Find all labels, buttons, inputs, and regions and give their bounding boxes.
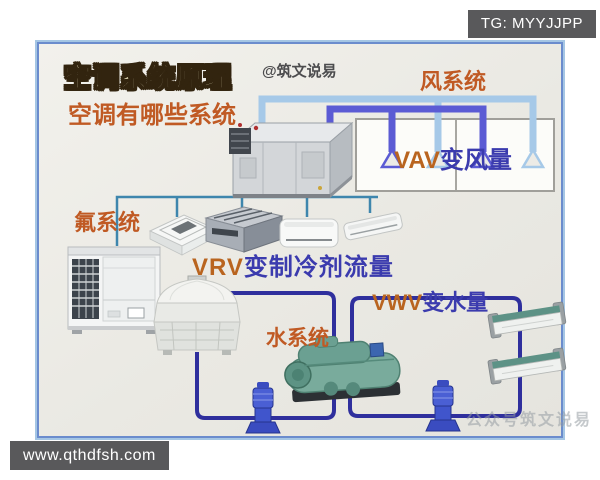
- vwv-label: VWV变水量: [372, 285, 488, 317]
- room-divider: [455, 120, 457, 190]
- website-badge: www.qthdfsh.com: [10, 441, 169, 470]
- tg-badge: TG: MYYJJPP: [467, 10, 596, 38]
- water-pump: [425, 380, 461, 432]
- vrv-desc: 变制冷剂流量: [243, 254, 394, 281]
- vav-label: VAV变风量: [355, 140, 551, 175]
- vrv-abbr: VRV: [192, 254, 244, 281]
- fan-coil-unit: [487, 301, 567, 339]
- water-pump: [245, 382, 281, 434]
- chiller: [284, 335, 401, 403]
- air-diffuser-icon: [520, 147, 546, 169]
- vwv-desc: 变水量: [422, 290, 489, 315]
- fan-coil-unit: [487, 347, 567, 385]
- page-subtitle: 空调有哪些系统: [68, 102, 236, 129]
- vwv-abbr: VWV: [372, 290, 423, 315]
- page-title: 空调系统原理: [64, 63, 232, 94]
- refrigerant-system-label: 氟系统: [74, 210, 141, 235]
- floor-ceiling-indoor-unit: [343, 212, 403, 241]
- vav-abbr: VAV: [394, 147, 440, 174]
- watermark-text: 公众号筑文说易: [466, 412, 593, 429]
- air-diffuser-icon: [379, 147, 405, 169]
- author-handle: @筑文说易: [262, 63, 337, 80]
- cooling-tower: [153, 275, 241, 355]
- wall-split-indoor-unit: [279, 218, 339, 248]
- supply-air-duct: [258, 95, 546, 169]
- air-diffuser-icon: [425, 147, 451, 169]
- water-system-label: 水系统: [266, 327, 329, 350]
- air-handling-unit: [229, 121, 354, 198]
- chilled-water-piping: [348, 296, 522, 418]
- air-system-label: 风系统: [420, 69, 487, 94]
- vrv-outdoor-unit: [67, 246, 161, 334]
- air-diffuser-icon: [470, 147, 496, 169]
- vav-desc: 变风量: [439, 147, 512, 174]
- ducted-indoor-unit: [204, 206, 284, 253]
- vrv-label: VRV变制冷剂流量: [192, 247, 394, 282]
